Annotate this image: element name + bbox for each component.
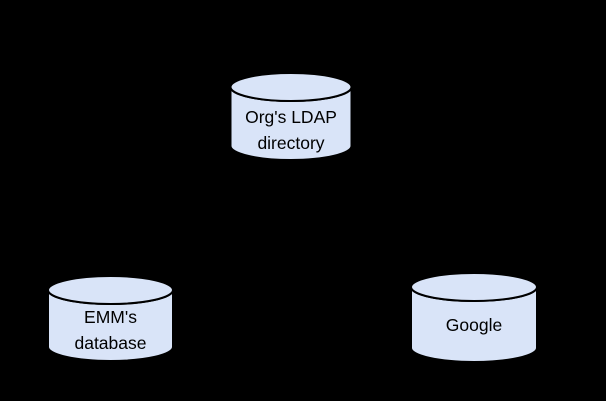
node-label-line: database <box>74 333 146 353</box>
node-orgs-ldap-directory: Org's LDAP directory <box>229 72 353 161</box>
node-label-line: EMM's <box>84 307 137 327</box>
node-label-line: Google <box>446 315 502 335</box>
database-cylinder-top-icon <box>410 272 538 302</box>
node-label-line: Org's LDAP <box>245 107 337 127</box>
database-cylinder-top-icon <box>229 72 353 102</box>
node-emms-database: EMM's database <box>47 275 174 362</box>
database-cylinder-top-icon <box>47 275 174 305</box>
node-google: Google <box>410 272 538 363</box>
node-label-line: directory <box>257 133 324 153</box>
